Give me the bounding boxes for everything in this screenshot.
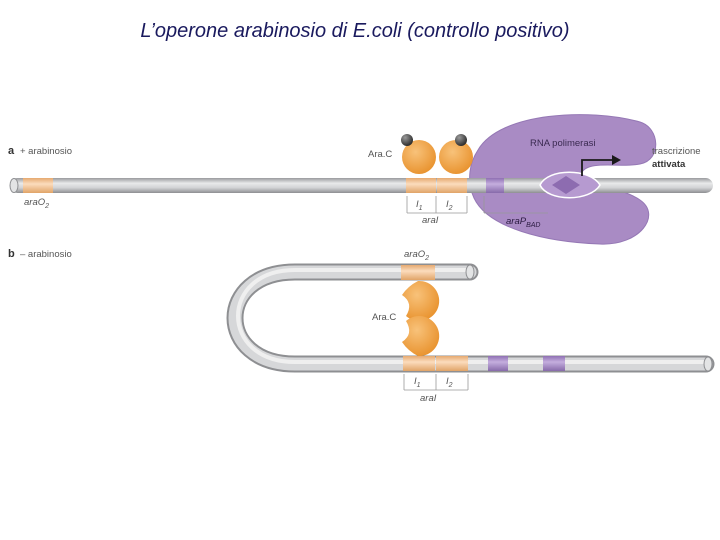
page-title: L’operone arabinosio di E.coli (controll… <box>140 20 570 42</box>
araO2-site-a <box>23 178 53 193</box>
panel-a-condition: + arabinosio <box>20 146 72 157</box>
panel-b-condition: – arabinosio <box>20 249 72 260</box>
arac-subunit-2-a <box>439 140 473 174</box>
I2-site-a <box>437 178 467 193</box>
arac-label-a: Ara.C <box>368 149 392 160</box>
arac-subunit-1-b <box>402 280 440 321</box>
arac-subunit-2-b <box>402 316 440 357</box>
promoter-site-b1 <box>488 356 508 371</box>
panel-a-letter: a <box>8 145 15 157</box>
araO2-label-b: araO2 <box>404 249 429 262</box>
araPBAD-label: araPBAD <box>506 216 540 229</box>
dna-strand-a <box>10 178 713 193</box>
transcription-label-1: trascrizione <box>652 146 701 157</box>
arac-label-b: Ara.C <box>372 312 396 323</box>
araI-label-b: araI <box>420 393 437 404</box>
dna-loop-b <box>226 263 715 373</box>
I2-label-b: I2 <box>446 376 453 389</box>
transcription-arrow <box>581 159 614 176</box>
promoter-site-a1 <box>486 178 504 193</box>
araO2-site-b <box>401 265 435 280</box>
I1-label-b: I1 <box>414 376 421 389</box>
I2-label-a: I2 <box>446 199 453 212</box>
arabinose-2 <box>455 134 467 146</box>
I1-site-a <box>406 178 436 193</box>
transcription-label-2: attivata <box>652 159 686 170</box>
I2-site-b <box>436 356 468 371</box>
rna-polymerase-label: RNA polimerasi <box>530 138 595 149</box>
arabinose-1 <box>401 134 413 146</box>
I1-label-a: I1 <box>416 199 423 212</box>
panel-b-letter: b <box>8 248 15 260</box>
arac-subunit-1-a <box>402 140 436 174</box>
araO2-label-a: araO2 <box>24 197 49 210</box>
promoter-site-b2 <box>543 356 565 371</box>
I1-site-b <box>403 356 435 371</box>
araI-label-a: araI <box>422 215 439 226</box>
